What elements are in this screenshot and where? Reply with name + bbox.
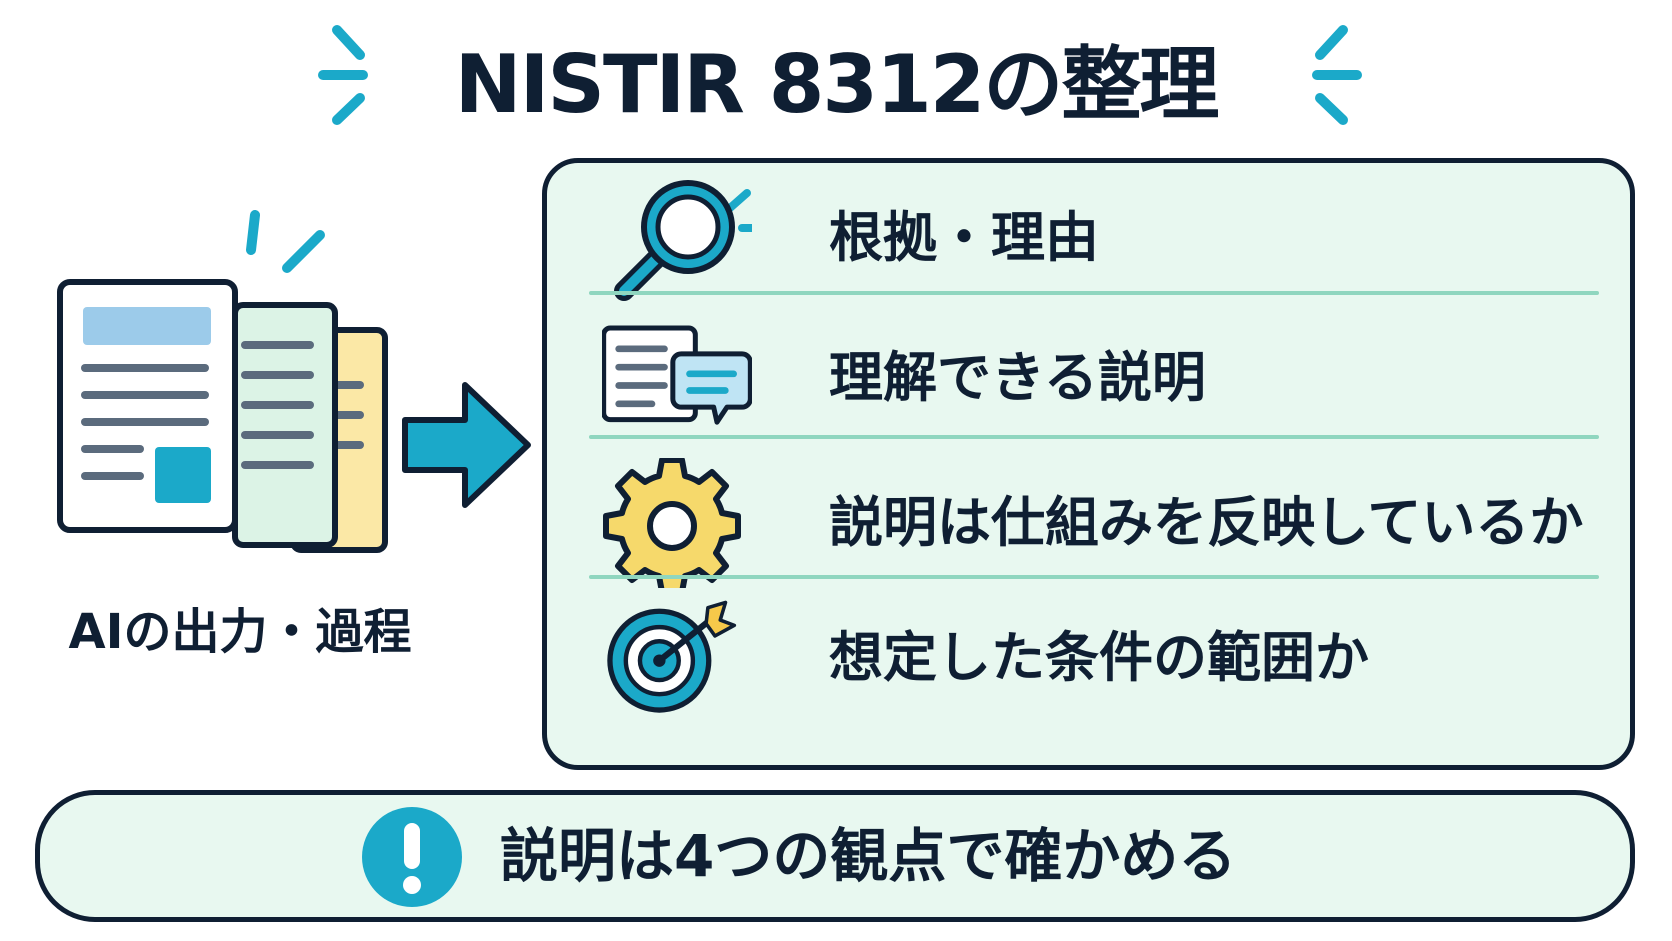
- page-title: NISTIR 8312の整理: [454, 38, 1220, 131]
- viewpoint-label: 想定した条件の範囲か: [829, 626, 1369, 689]
- viewpoint-item-reflects-mechanism: 説明は仕組みを反映しているか: [547, 448, 1630, 598]
- arrow-right-icon: [402, 382, 531, 508]
- summary-label: 説明は4つの観点で確かめる: [500, 822, 1237, 890]
- viewpoint-label: 根拠・理由: [829, 206, 1099, 269]
- gear-icon: [603, 458, 741, 588]
- burst-lines-left: [318, 25, 368, 125]
- magnifier-icon: [614, 180, 752, 301]
- exclamation-icon: [362, 807, 462, 907]
- row-divider: [589, 435, 1599, 439]
- row-divider: [589, 575, 1599, 579]
- burst-lines-right: [1312, 25, 1362, 125]
- document-stack-icon: [57, 210, 388, 553]
- viewpoint-item-understandable: 理解できる説明: [547, 303, 1630, 453]
- viewpoint-label: 理解できる説明: [829, 346, 1206, 409]
- ai-output-label: AIの出力・過程: [68, 604, 412, 660]
- summary-bar: 説明は4つの観点で確かめる: [35, 790, 1635, 922]
- document-speech-icon: [602, 325, 752, 425]
- viewpoint-label: 説明は仕組みを反映しているか: [829, 491, 1584, 554]
- row-divider: [589, 291, 1599, 295]
- target-icon: [607, 600, 737, 713]
- viewpoints-panel: 根拠・理由 理解できる説明: [542, 158, 1635, 770]
- viewpoint-item-within-conditions: 想定した条件の範囲か: [547, 583, 1630, 733]
- viewpoint-item-reason: 根拠・理由: [547, 163, 1630, 313]
